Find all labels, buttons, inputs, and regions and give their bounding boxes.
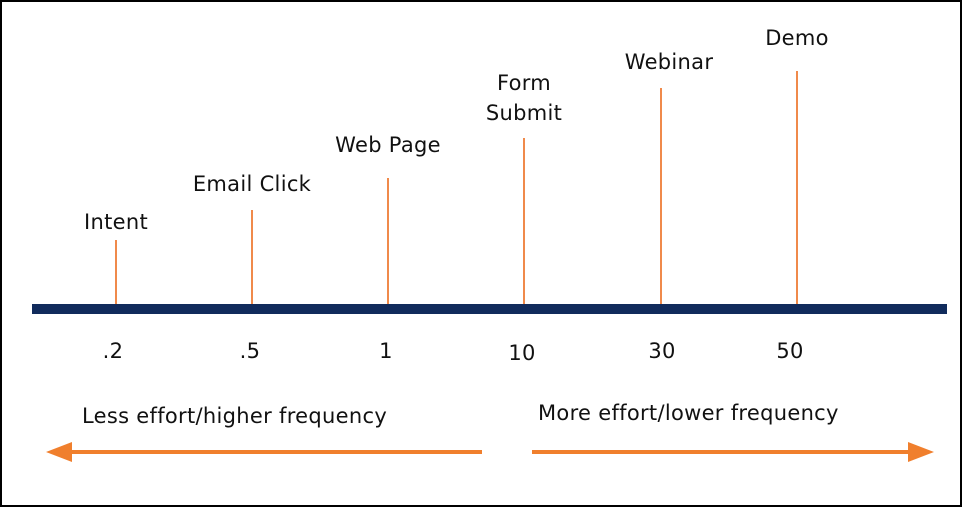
label-demo: Demo — [765, 26, 829, 50]
arrow-right-icon — [532, 442, 934, 462]
stem-demo — [796, 71, 798, 304]
value-form-submit: 10 — [508, 341, 536, 365]
stem-web-page — [387, 178, 389, 304]
label-email-click: Email Click — [192, 172, 312, 196]
label-form-submit: Form Submit — [485, 71, 563, 125]
value-webinar: 30 — [648, 339, 676, 363]
caption-less-effort: Less effort/higher frequency — [82, 404, 388, 428]
label-web-page: Web Page — [335, 133, 441, 157]
stem-form-submit — [523, 138, 525, 304]
value-demo: 50 — [776, 339, 804, 363]
value-intent: .2 — [102, 339, 124, 363]
label-intent: Intent — [83, 210, 149, 234]
stem-intent — [115, 240, 117, 304]
label-webinar: Webinar — [624, 50, 714, 74]
arrow-left-icon — [46, 442, 482, 462]
caption-more-effort: More effort/lower frequency — [538, 401, 839, 425]
value-web-page: 1 — [379, 339, 393, 363]
stem-email-click — [251, 210, 253, 304]
value-email-click: .5 — [239, 339, 261, 363]
stem-webinar — [660, 88, 662, 304]
timeline-axis — [32, 304, 947, 314]
